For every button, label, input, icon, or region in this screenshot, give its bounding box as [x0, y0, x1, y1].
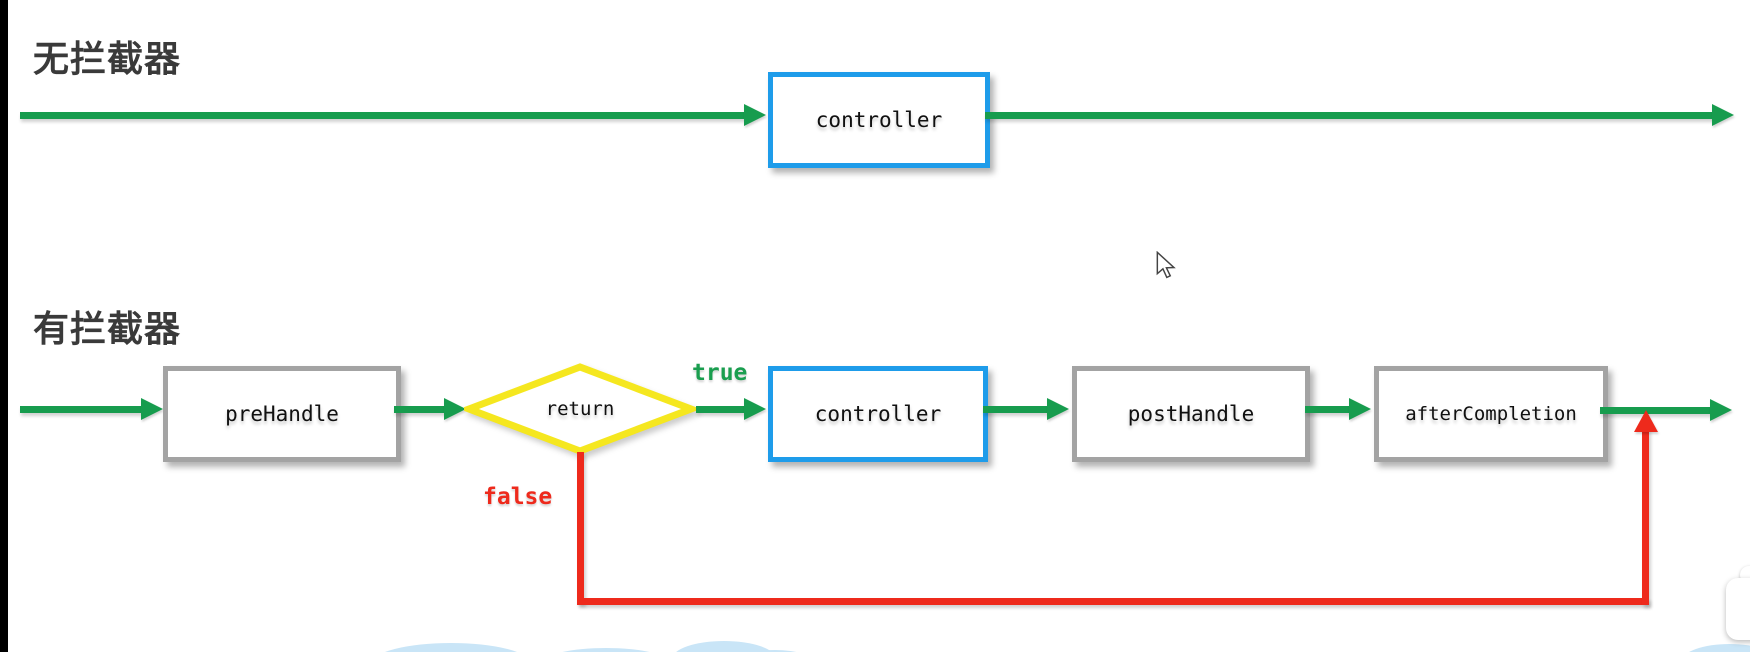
cloud-shape [372, 643, 530, 652]
cloud-shape [672, 641, 776, 652]
node-posthandle: postHandle [1072, 366, 1310, 462]
arrowhead-icon [1710, 399, 1732, 421]
node-controller-top: controller [768, 72, 990, 168]
flow-line [1305, 406, 1351, 413]
cloud-shape [735, 650, 815, 652]
flow-line [696, 406, 746, 413]
flow-line [20, 112, 746, 119]
arrowhead-icon [1712, 104, 1734, 126]
branch-label-true: true [692, 360, 748, 386]
left-edge-strip [0, 0, 8, 652]
decision-diamond [459, 362, 701, 461]
arrowhead-icon [1349, 398, 1371, 420]
mouse-cursor-icon [1156, 251, 1176, 279]
floating-widget[interactable] [1726, 578, 1750, 640]
floating-widget-knob [1740, 566, 1750, 584]
arrowhead-icon [744, 104, 766, 126]
cloud-shape [1682, 644, 1750, 652]
flow-line [394, 406, 446, 413]
false-path-segment [1642, 428, 1649, 605]
false-path-segment [577, 452, 584, 604]
flow-line [985, 112, 1714, 119]
arrowhead-icon [444, 398, 466, 420]
red-arrowhead-up-icon [1634, 410, 1658, 432]
decision-label: return [545, 398, 615, 420]
node-aftercompletion: afterCompletion [1374, 366, 1608, 462]
branch-label-false: false [483, 484, 553, 510]
arrowhead-icon [744, 398, 766, 420]
flow-line [20, 406, 144, 413]
flow-line [983, 406, 1049, 413]
section-title-with-interceptor: 有拦截器 [33, 308, 182, 349]
arrowhead-icon [141, 398, 163, 420]
node-prehandle: preHandle [163, 366, 401, 462]
node-controller: controller [768, 366, 988, 462]
false-path-segment [577, 598, 1649, 605]
cloud-shape [542, 648, 670, 652]
section-title-no-interceptor: 无拦截器 [33, 38, 182, 79]
arrowhead-icon [1047, 398, 1069, 420]
